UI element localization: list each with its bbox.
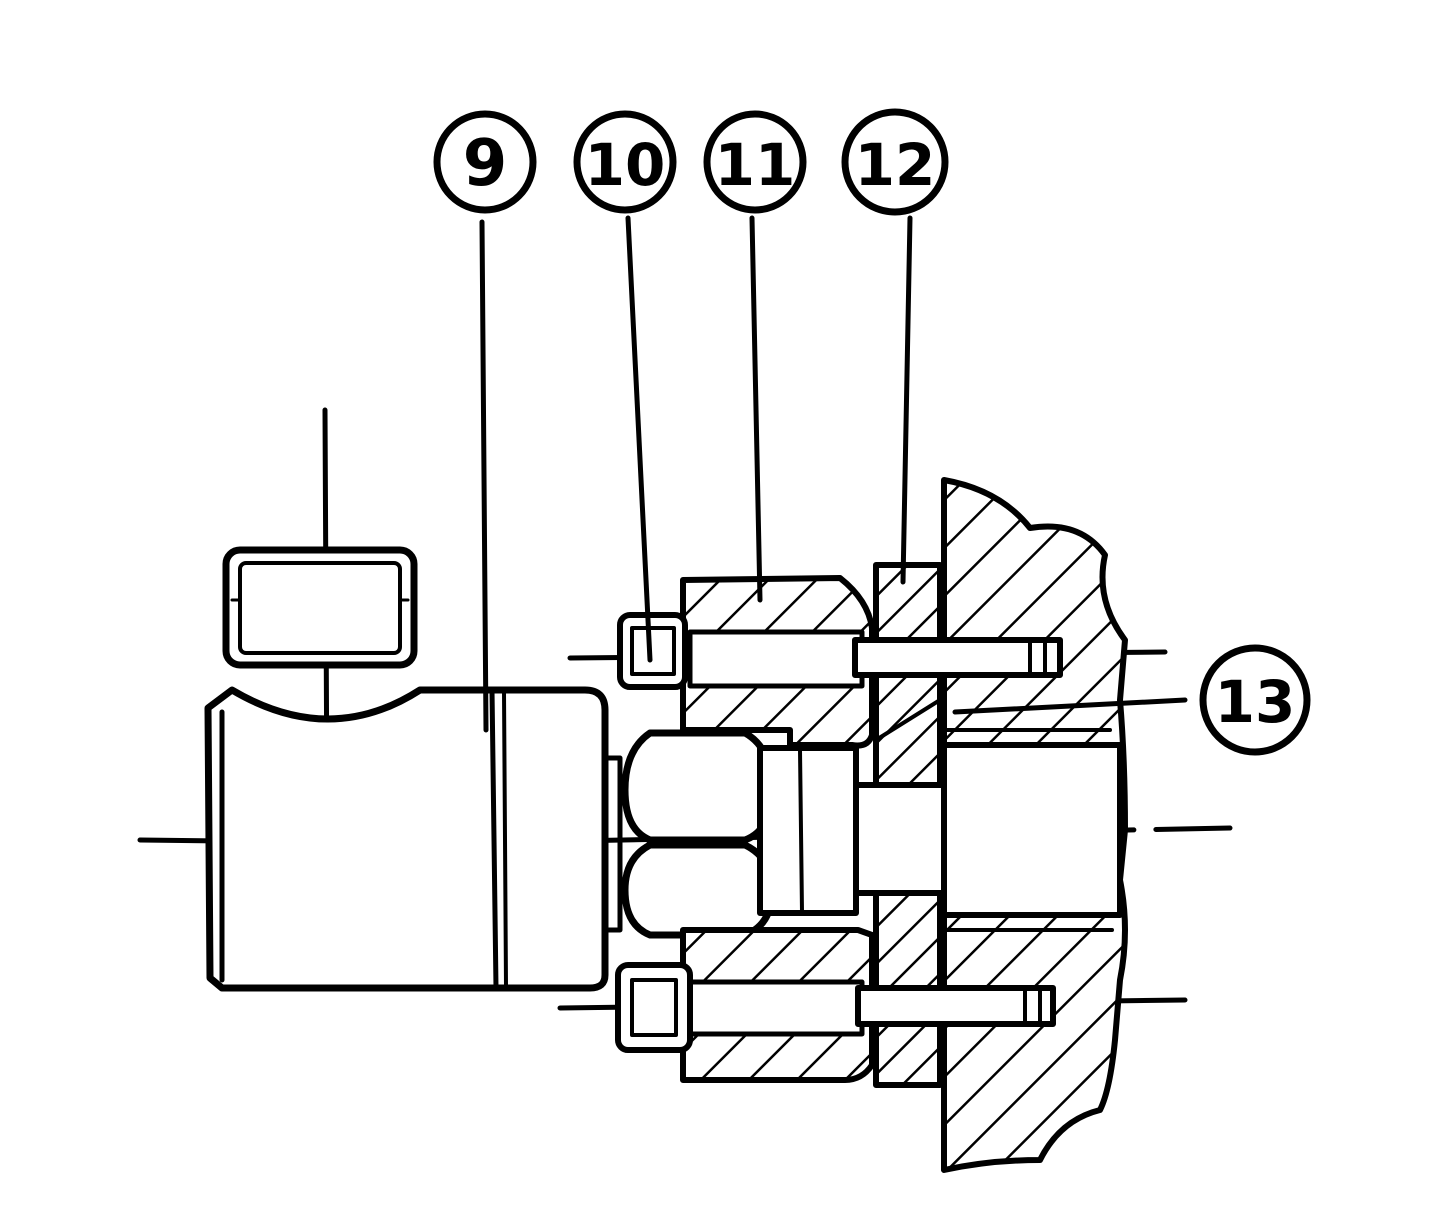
- hex-nut: [621, 729, 859, 939]
- flange-lower: [680, 927, 875, 1083]
- callout-label-12: 12: [855, 131, 936, 199]
- flange-upper: [680, 575, 875, 749]
- callout-label-13: 13: [1215, 668, 1296, 736]
- bolt-lower: [615, 962, 1056, 1053]
- callout-12: [841, 108, 949, 216]
- callout-13: [1199, 644, 1311, 756]
- leader-lines: [479, 215, 1188, 733]
- callout-label-11: 11: [715, 131, 796, 199]
- bolt-upper: [617, 612, 1063, 690]
- callout-label-10: 10: [585, 131, 666, 199]
- gasket-plate: [853, 562, 949, 1088]
- callout-9: [433, 110, 537, 214]
- callout-10: [573, 110, 677, 214]
- valve-body: [204, 686, 623, 992]
- threaded-port: [222, 546, 418, 669]
- housing: [941, 477, 1128, 1173]
- callout-label-9: 9: [463, 127, 508, 201]
- callout-11: [703, 110, 807, 214]
